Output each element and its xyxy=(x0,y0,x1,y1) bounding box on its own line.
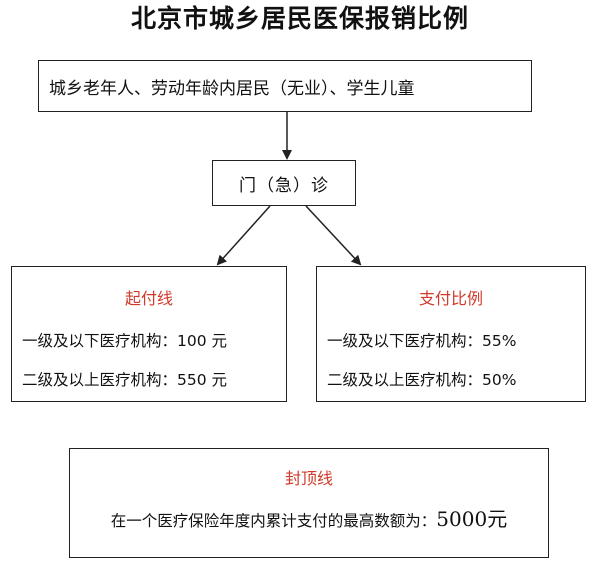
cap-text: 在一个医疗保险年度内累计支付的最高数额为： xyxy=(110,512,437,530)
threshold-row-primary: 一级及以下医疗机构：100 元 xyxy=(22,332,228,350)
population-box: 城乡老年人、劳动年龄内居民（无业）、学生儿童 xyxy=(38,60,532,112)
ratio-row-primary: 一级及以下医疗机构：55% xyxy=(327,332,517,350)
threshold-heading: 起付线 xyxy=(124,289,173,308)
cap-amount: 5000元 xyxy=(436,507,508,531)
clinic-box: 门（急）诊 xyxy=(212,160,356,206)
population-text: 城乡老年人、劳动年龄内居民（无业）、学生儿童 xyxy=(49,78,415,99)
ratio-row-secondary: 二级及以上医疗机构：50% xyxy=(327,371,517,389)
ratio-heading: 支付比例 xyxy=(418,289,483,308)
cap-box: 封顶线 在一个医疗保险年度内累计支付的最高数额为：5000元 xyxy=(69,448,549,558)
cap-heading: 封顶线 xyxy=(284,469,333,488)
arrow-clinic-to-threshold xyxy=(216,205,271,266)
threshold-row-secondary: 二级及以上医疗机构：550 元 xyxy=(22,371,228,389)
clinic-text: 门（急）诊 xyxy=(239,175,329,196)
diagram-title: 北京市城乡居民医保报销比例 xyxy=(130,4,469,33)
cap-description: 在一个医疗保险年度内累计支付的最高数额为：5000元 xyxy=(70,503,548,532)
threshold-box: 起付线 一级及以下医疗机构：100 元 二级及以上医疗机构：550 元 xyxy=(11,266,287,402)
ratio-box: 支付比例 一级及以下医疗机构：55% 二级及以上医疗机构：50% xyxy=(316,266,586,402)
arrow-clinic-to-ratio xyxy=(305,205,362,266)
